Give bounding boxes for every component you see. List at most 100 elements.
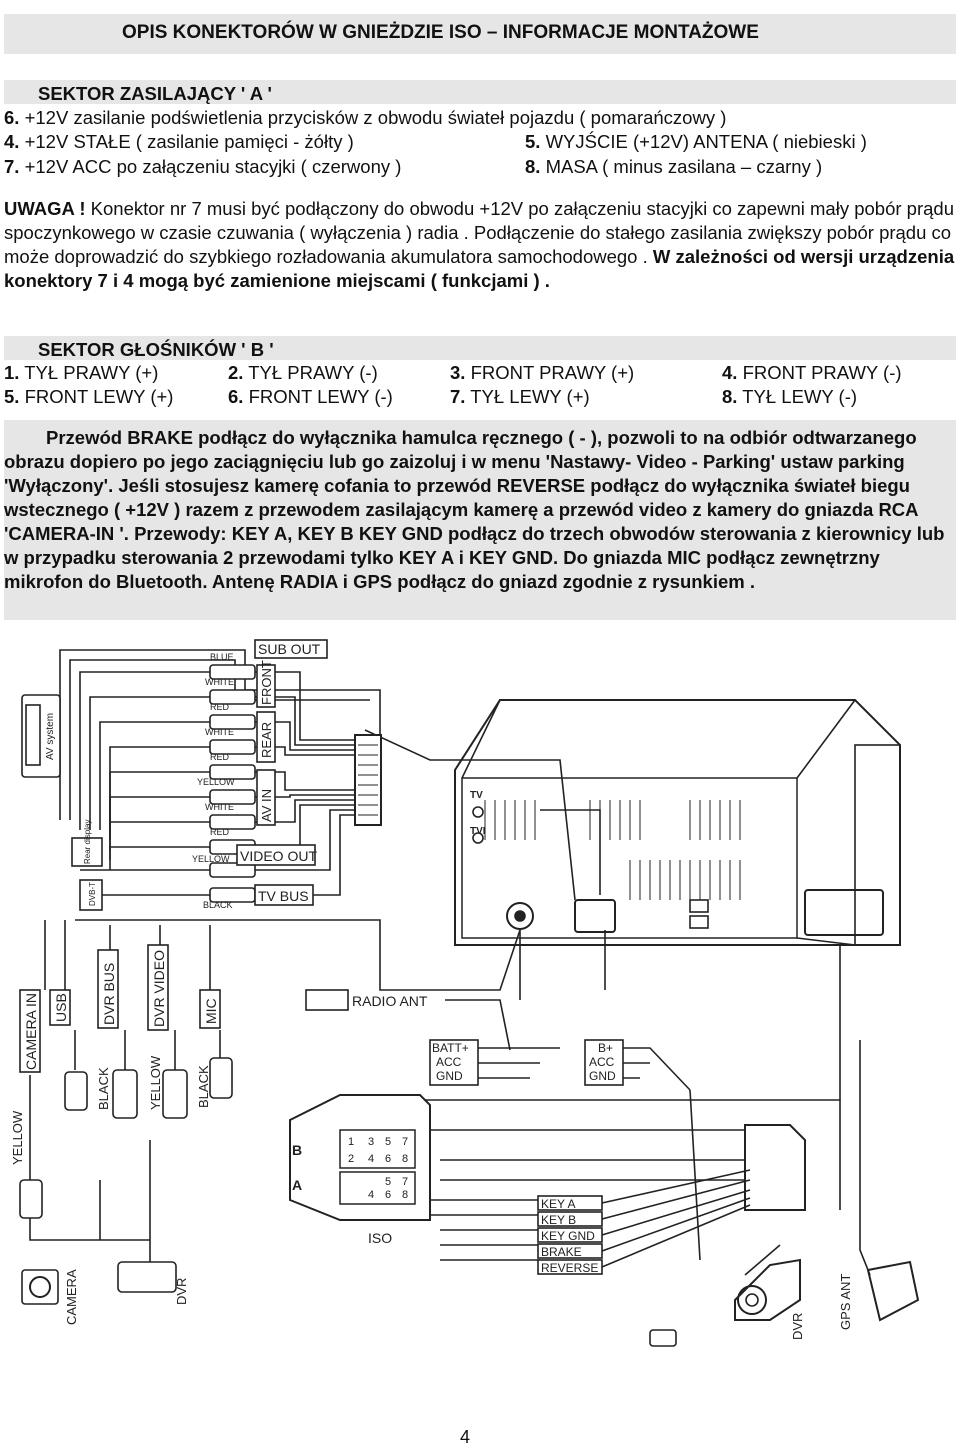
wire-red-2: RED <box>210 752 230 762</box>
sector-b-band <box>4 336 956 360</box>
bplus-label: B+ <box>598 1041 613 1055</box>
key-a-label: KEY A <box>541 1197 575 1211</box>
pin-b2: 2 <box>348 1153 354 1165</box>
radio-ant-cable <box>445 930 521 1051</box>
iso-row-b-label: B <box>292 1142 302 1158</box>
tv-label: TV <box>470 790 483 801</box>
warning-paragraph: UWAGA ! Konektor nr 7 musi być podłączon… <box>4 198 955 291</box>
wire-yellow-1: YELLOW <box>197 777 235 787</box>
iso-connector <box>289 1094 431 1221</box>
sector-a-item-8: 8. MASA ( minus zasilana – czarny ) <box>525 156 823 177</box>
wire-red-1: RED <box>210 702 230 712</box>
gps-cable <box>859 1040 871 1276</box>
sector-b-header: SEKTOR GŁOŚNIKÓW ' B ' <box>38 339 274 360</box>
speaker-1: 1. TYŁ PRAWY (+) <box>4 362 159 383</box>
title-band <box>4 14 956 54</box>
dvr-label-left: DVR <box>174 1278 189 1305</box>
pin-a6: 6 <box>385 1189 391 1201</box>
dvbt-label: DVB-T <box>88 882 97 906</box>
pin-b3: 3 <box>368 1136 374 1148</box>
dvr-cable <box>689 1089 701 1261</box>
sub-out-label: SUB OUT <box>258 641 321 657</box>
rear-label: REAR <box>259 722 274 758</box>
vertical-label-boxes <box>19 944 221 1073</box>
dvr-camera <box>734 1244 801 1321</box>
control-wire-labels <box>537 1195 603 1275</box>
gps-antenna <box>866 1260 920 1322</box>
pin-a8: 8 <box>402 1189 408 1201</box>
speaker-8: 8. TYŁ LEWY (-) <box>722 386 858 407</box>
pin-b5: 5 <box>385 1136 391 1148</box>
pin-a4: 4 <box>368 1189 374 1201</box>
av-in-label: AV IN <box>259 789 274 822</box>
yellow-label-2: YELLOW <box>148 1055 163 1110</box>
pin-b6: 6 <box>385 1153 391 1165</box>
acc-label-1: ACC <box>436 1055 462 1069</box>
rear-display-label: Rear display <box>83 820 92 864</box>
speaker-6: 6. FRONT LEWY (-) <box>228 386 393 407</box>
bottom-plugs <box>19 1057 233 1305</box>
key-gnd-label: KEY GND <box>541 1229 595 1243</box>
iso-label: ISO <box>368 1230 392 1246</box>
tvi-label: TVI <box>470 826 486 837</box>
wire-white-1: WHITE <box>205 677 234 687</box>
black-label-1: BLACK <box>96 1067 111 1110</box>
batt-acc-gnd-box <box>429 1039 479 1086</box>
pin-b8: 8 <box>402 1153 408 1165</box>
page-number: 4 <box>460 1427 471 1447</box>
rear-display-box <box>71 837 103 867</box>
harness-block <box>744 1124 806 1211</box>
av-system-label: AV system <box>45 713 56 760</box>
bplus-acc-gnd-box <box>584 1039 624 1086</box>
acc-label-2: ACC <box>589 1055 615 1069</box>
pin-a5: 5 <box>385 1176 391 1188</box>
usb-label: USB <box>53 993 69 1022</box>
radio-ant-label: RADIO ANT <box>352 993 428 1009</box>
pin-b7: 7 <box>402 1136 408 1148</box>
reverse-label: REVERSE <box>541 1261 598 1275</box>
batt-label: BATT+ <box>432 1041 469 1055</box>
wire-white-3: WHITE <box>205 802 234 812</box>
wire-white-2: WHITE <box>205 727 234 737</box>
instructions-band <box>4 420 956 620</box>
sector-a-item-7: 7. +12V ACC po załączeniu stacyjki ( cze… <box>4 156 402 177</box>
page-title: OPIS KONEKTORÓW W GNIEŻDZIE ISO – INFORM… <box>122 22 759 43</box>
group-label-boxes <box>236 639 328 906</box>
power-wires <box>420 930 841 1261</box>
key-b-label: KEY B <box>541 1213 576 1227</box>
dvr-label-right: DVR <box>790 1313 805 1340</box>
speaker-4: 4. FRONT PRAWY (-) <box>722 362 902 383</box>
gnd-label-2: GND <box>589 1069 616 1083</box>
brake-label: BRAKE <box>541 1245 582 1259</box>
speaker-2: 2. TYŁ PRAWY (-) <box>228 362 378 383</box>
speaker-7: 7. TYŁ LEWY (+) <box>450 386 590 407</box>
wire-blue: BLUE <box>210 652 234 662</box>
sector-a-item-6: 6. +12V zasilanie podświetlenia przycisk… <box>4 107 727 128</box>
black-label-2: BLACK <box>196 1065 211 1108</box>
gps-ant-label: GPS ANT <box>838 1274 853 1330</box>
yellow-label: YELLOW <box>10 1110 25 1165</box>
dvr-bus-label: DVR BUS <box>101 963 117 1025</box>
wire-red-3: RED <box>210 827 230 837</box>
pin-b4: 4 <box>368 1153 374 1165</box>
front-label: FRONT <box>259 660 274 705</box>
head-unit <box>454 699 901 946</box>
harness-connector <box>354 734 382 826</box>
installation-instructions: Przewód BRAKE podłącz do wyłącznika hamu… <box>4 427 945 592</box>
dvr-video-label: DVR VIDEO <box>151 950 167 1027</box>
sector-a-header: SEKTOR ZASILAJĄCY ' A ' <box>38 83 272 104</box>
vent-slats <box>484 800 741 900</box>
dvr-plug <box>649 1329 677 1347</box>
wire-yellow-2: YELLOW <box>192 854 230 864</box>
mic-label: MIC <box>203 998 219 1024</box>
gnd-label-1: GND <box>436 1069 463 1083</box>
radio-ant-plug <box>305 989 349 1011</box>
camera-in-label: CAMERA IN <box>23 993 39 1070</box>
sector-a-band <box>4 80 956 104</box>
tv-bus-label: TV BUS <box>258 888 309 904</box>
iso-row-a-label: A <box>292 1177 302 1193</box>
video-out-label: VIDEO OUT <box>240 848 317 864</box>
dvbt-box <box>79 879 103 911</box>
speaker-5: 5. FRONT LEWY (+) <box>4 386 174 407</box>
camera-label: CAMERA <box>64 1269 79 1325</box>
